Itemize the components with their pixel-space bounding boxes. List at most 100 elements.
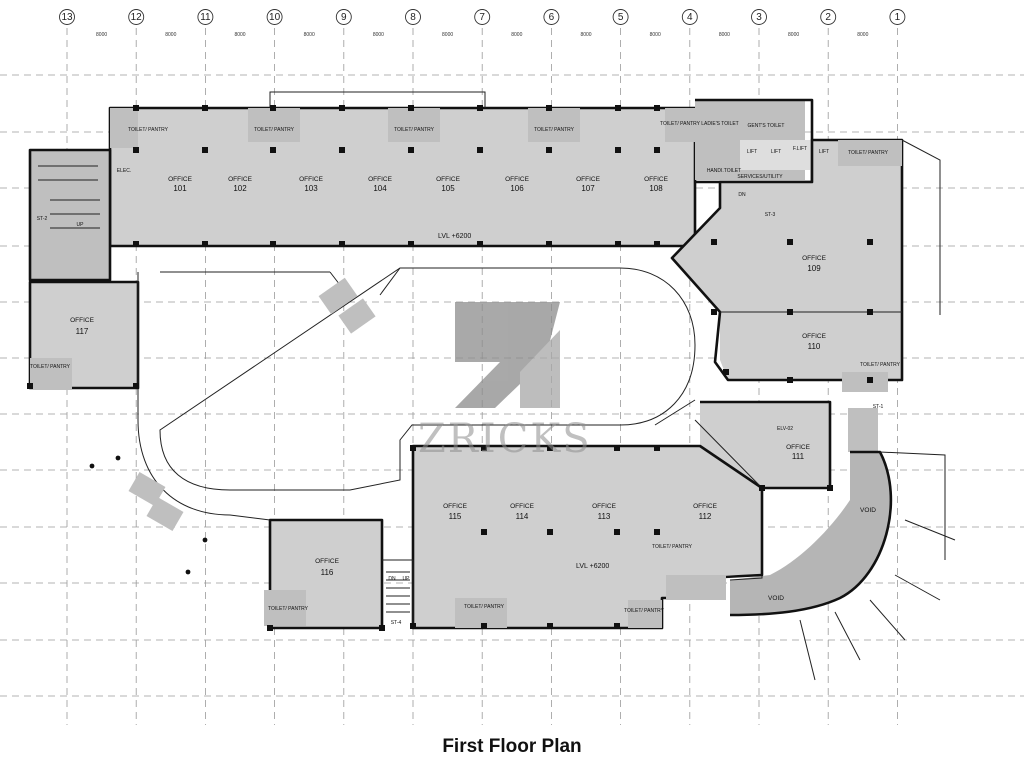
level-markers: LVL +6200 LVL +6200 — [438, 233, 609, 570]
grid-spacing-label: 8000 — [857, 32, 868, 38]
office-115: OFFICE 115 — [443, 503, 467, 521]
structural-column — [615, 147, 621, 153]
office-116: OFFICE 116 — [315, 558, 339, 577]
structural-column — [267, 625, 273, 631]
structural-column — [339, 105, 345, 111]
office-102-label: OFFICE — [228, 176, 252, 183]
grid-axis-bubble — [612, 9, 629, 25]
grid-axis-label: 8 — [410, 12, 416, 23]
office-117-number: 117 — [76, 327, 89, 336]
structural-column — [202, 147, 208, 153]
elec-room-label: ELEC. — [117, 168, 131, 174]
grid-axis-label: 2 — [825, 12, 831, 23]
stair-3-label: ST-3 — [765, 212, 776, 218]
north-east-core — [695, 98, 814, 184]
office-108: OFFICE 108 — [644, 176, 668, 193]
structural-column — [481, 623, 487, 629]
grid-axis-bubble — [474, 9, 491, 25]
fire-lift-label: F.LIFT — [793, 146, 807, 152]
gents-toilet-label: GENT'S TOILET — [748, 123, 785, 129]
grid-axis-label: 6 — [549, 12, 555, 23]
office-101-number: 101 — [173, 184, 187, 193]
structural-column — [787, 377, 793, 383]
grid-axis-label: 10 — [269, 12, 281, 23]
grid-spacing-label: 8000 — [304, 32, 315, 38]
structural-column — [827, 485, 833, 491]
office-108-number: 108 — [649, 184, 663, 193]
structural-column — [477, 241, 483, 247]
stair-up-label: UP — [403, 576, 411, 582]
structural-column — [133, 383, 139, 389]
office-103-label: OFFICE — [299, 176, 323, 183]
structural-column — [615, 241, 621, 247]
structural-column — [614, 445, 620, 451]
structural-column — [27, 383, 33, 389]
office-108-label: OFFICE — [644, 176, 668, 183]
toilet-pantry-label: TOILET/ PANTRY — [848, 150, 889, 156]
stair-down-label: DN — [738, 192, 746, 198]
office-109-number: 109 — [807, 264, 821, 273]
grid-axis-label: 3 — [756, 12, 762, 23]
structural-column — [614, 529, 620, 535]
toilet-pantry-label: TOILET/ PANTRY — [624, 608, 665, 614]
office-105-number: 105 — [441, 184, 455, 193]
grid-spacing-label: 8000 — [96, 32, 107, 38]
structural-column — [867, 309, 873, 315]
structural-column — [133, 241, 139, 247]
office-106: OFFICE 106 — [505, 176, 529, 193]
structural-column — [408, 241, 414, 247]
office-labels: OFFICE 101 OFFICE 102 OFFICE 103 OFFICE … — [70, 176, 826, 577]
office-113-number: 113 — [598, 512, 611, 521]
office-109-label: OFFICE — [802, 255, 826, 262]
structural-column — [133, 105, 139, 111]
grid-spacing-label: 8000 — [234, 32, 245, 38]
structural-column — [270, 105, 276, 111]
structural-column — [270, 147, 276, 153]
toilet-pantry-label: TOILET/ PANTRY — [534, 127, 575, 133]
services-utility-label: SERVICES/UTILITY — [737, 174, 783, 180]
lift-label: LIFT — [747, 149, 757, 155]
grid-spacing-label: 8000 — [788, 32, 799, 38]
office-102: OFFICE 102 — [228, 176, 252, 193]
stair-4-label: ST-4 — [391, 620, 402, 626]
south-east-wing — [700, 400, 956, 681]
office-115-number: 115 — [449, 512, 462, 521]
grid-spacing-label: 8000 — [580, 32, 591, 38]
structural-column — [547, 529, 553, 535]
structural-column — [867, 377, 873, 383]
structural-column — [654, 241, 660, 247]
stair-1-label: ST-1 — [873, 404, 884, 410]
grid-axis-bubble — [197, 9, 214, 25]
office-107: OFFICE 107 — [576, 176, 600, 193]
structural-column — [615, 105, 621, 111]
structural-column — [202, 241, 208, 247]
toilet-pantry-label: TOILET/ PANTRY — [268, 606, 309, 612]
page-title: First Floor Plan — [442, 736, 582, 757]
south-wing — [411, 420, 764, 630]
grid-spacing-label: 8000 — [373, 32, 384, 38]
structural-column — [547, 623, 553, 629]
structural-column — [759, 485, 765, 491]
east-wing — [670, 138, 941, 392]
grid-axis-bubble — [543, 9, 560, 25]
toilet-pantry-label: TOILET/ PANTRY — [660, 121, 701, 127]
lift-label: LIFT — [819, 149, 829, 155]
grid-axis-bubble — [889, 9, 906, 25]
grid-axis-label: 7 — [479, 12, 485, 23]
office-114: OFFICE 114 — [510, 503, 534, 521]
structural-column — [477, 147, 483, 153]
toilet-pantry-label: TOILET/ PANTRY — [128, 127, 169, 133]
structural-column — [339, 147, 345, 153]
grid-axis-bubble — [335, 9, 352, 25]
structural-column — [410, 623, 416, 629]
structural-column — [546, 241, 552, 247]
structural-column — [787, 309, 793, 315]
watermark-text: ZRICKS — [418, 416, 592, 462]
structural-column — [787, 239, 793, 245]
atrium-corridor — [89, 267, 763, 575]
structural-column — [339, 241, 345, 247]
stair-down-label: DN — [388, 576, 396, 582]
office-116-label: OFFICE — [315, 558, 339, 565]
office-113-label: OFFICE — [592, 503, 616, 510]
stair-2-label: ST-2 — [37, 216, 48, 222]
